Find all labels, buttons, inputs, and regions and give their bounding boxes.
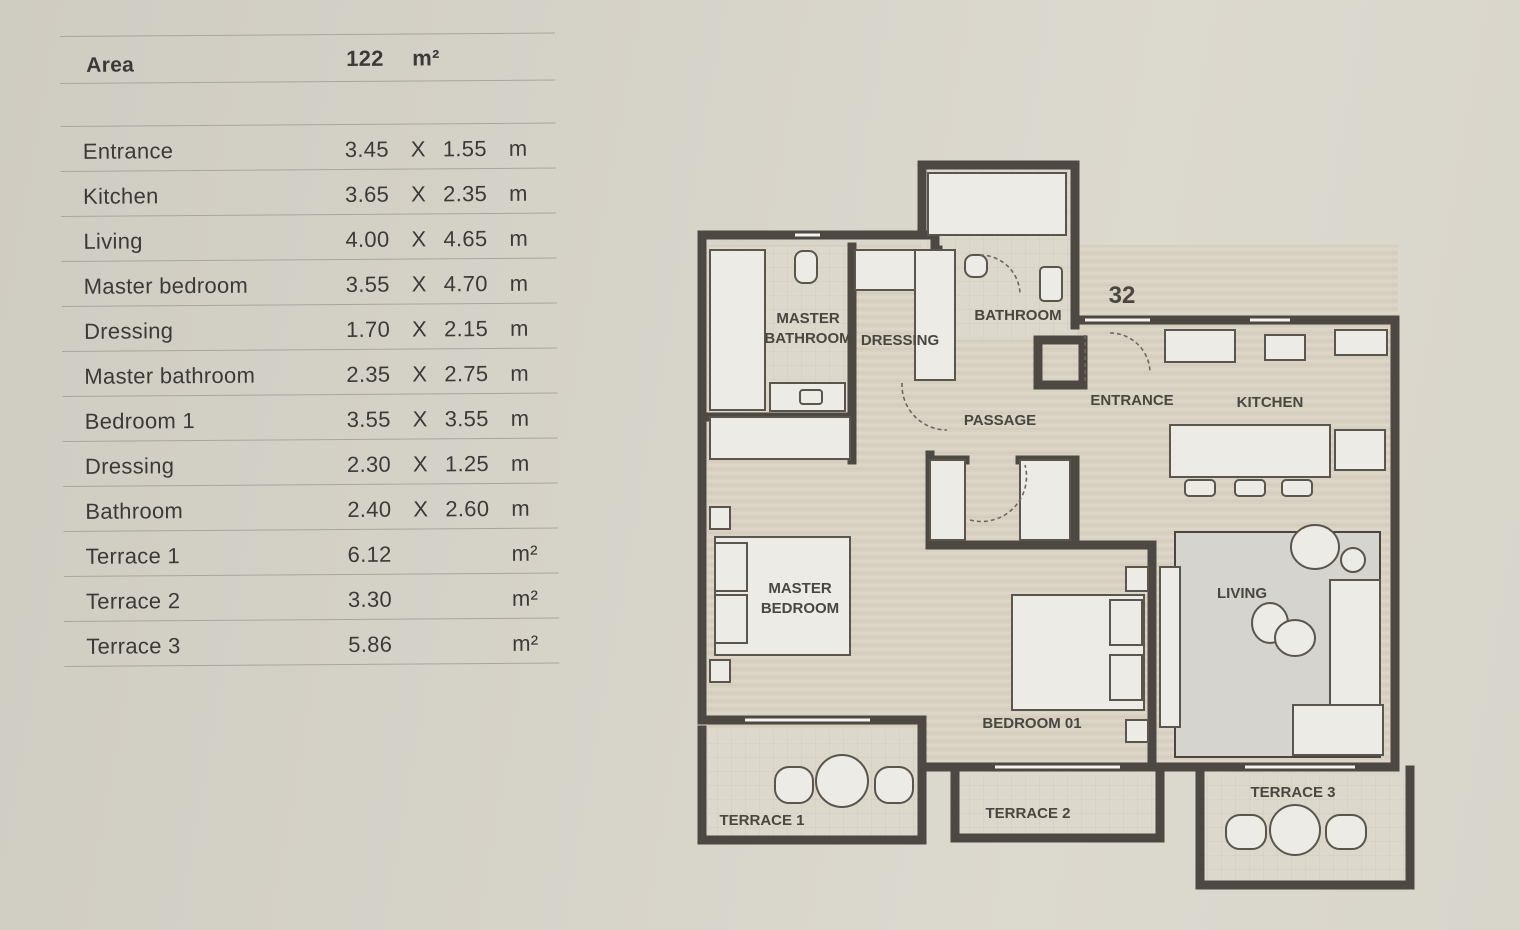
times-sign: X xyxy=(412,361,428,387)
table-row: Bedroom 1 3.55 X 3.55 m xyxy=(62,393,558,442)
times-sign: X xyxy=(411,271,427,297)
table-row: Living 4.00 X 4.65 m xyxy=(61,213,557,262)
label-entrance: ENTRANCE xyxy=(1090,392,1173,409)
room-unit: m xyxy=(509,315,529,341)
room-width: 2.35 xyxy=(346,361,391,388)
room-width: 3.30 xyxy=(347,586,393,613)
windows xyxy=(745,233,1355,769)
room-labels: MASTER BATHROOM DRESSING BATHROOM ENTRAN… xyxy=(719,282,1335,829)
room-width: 3.55 xyxy=(346,406,391,433)
label-passage: PASSAGE xyxy=(964,412,1036,429)
room-width: 3.55 xyxy=(345,271,390,298)
room-length: 2.35 xyxy=(443,181,488,207)
table-row: Master bedroom 3.55 X 4.70 m xyxy=(61,258,557,307)
room-length: 4.70 xyxy=(443,271,488,297)
table-row: Kitchen 3.65 X 2.35 m xyxy=(60,168,557,217)
room-name: Bedroom 1 xyxy=(84,408,196,434)
room-name: Living xyxy=(83,228,143,254)
label-master-bedroom-2: BEDROOM xyxy=(761,600,839,617)
room-width: 5.86 xyxy=(348,631,393,658)
room-length: 4.65 xyxy=(443,226,488,252)
room-width: 6.12 xyxy=(347,541,392,568)
label-terrace-3: TERRACE 3 xyxy=(1250,784,1335,801)
times-sign: X xyxy=(413,496,429,522)
room-unit: m xyxy=(509,225,529,251)
room-name: Dressing xyxy=(83,318,174,344)
times-sign: X xyxy=(411,226,427,252)
room-length: 2.60 xyxy=(445,496,490,522)
table-row: Master bathroom 2.35 X 2.75 m xyxy=(62,348,558,397)
times-sign: X xyxy=(412,406,428,432)
terrace-2-floor xyxy=(958,775,1160,837)
room-width: 1.70 xyxy=(345,316,391,343)
times-sign: X xyxy=(411,181,427,207)
room-unit: m xyxy=(509,270,529,296)
area-label: Area xyxy=(86,53,135,77)
label-master-bedroom-1: MASTER xyxy=(768,580,832,597)
room-name: Terrace 3 xyxy=(86,633,181,659)
room-length: 1.55 xyxy=(442,136,487,162)
room-unit: m xyxy=(511,495,531,521)
room-length: 2.15 xyxy=(443,316,489,342)
floor-plan: MASTER BATHROOM DRESSING BATHROOM ENTRAN… xyxy=(690,155,1420,895)
room-name: Entrance xyxy=(82,138,174,164)
room-width: 3.45 xyxy=(344,136,389,163)
label-bedroom-01: BEDROOM 01 xyxy=(982,715,1081,732)
room-unit: m xyxy=(510,405,530,431)
area-value: 122 xyxy=(346,45,384,72)
room-name: Terrace 1 xyxy=(85,543,181,569)
times-sign: X xyxy=(410,136,426,162)
fixtures xyxy=(709,172,1388,856)
table-row: Terrace 1 6.12 m² xyxy=(63,528,559,577)
table-row: Terrace 3 5.86 m² xyxy=(64,618,560,667)
room-unit: m xyxy=(508,135,528,161)
unit-number: 32 xyxy=(1109,282,1136,309)
room-unit: m² xyxy=(512,630,539,656)
room-name: Dressing xyxy=(84,453,175,479)
label-terrace-2: TERRACE 2 xyxy=(985,805,1070,822)
room-unit: m xyxy=(510,360,530,386)
table-row: Bathroom 2.40 X 2.60 m xyxy=(63,483,559,532)
label-kitchen: KITCHEN xyxy=(1237,394,1304,411)
table-row: Terrace 2 3.30 m² xyxy=(63,573,560,622)
room-length: 1.25 xyxy=(444,451,490,477)
room-unit: m xyxy=(509,180,528,206)
door-swings xyxy=(901,254,1151,523)
table-row: Entrance 3.45 X 1.55 m xyxy=(60,123,556,172)
room-unit: m xyxy=(510,450,530,476)
room-width: 4.00 xyxy=(345,226,390,253)
times-sign: X xyxy=(411,316,428,342)
label-living: LIVING xyxy=(1217,585,1267,602)
label-master-bathroom-2: BATHROOM xyxy=(764,330,851,347)
label-bathroom: BATHROOM xyxy=(974,307,1061,324)
room-width: 2.40 xyxy=(347,496,392,523)
floor-plan-drawing: MASTER BATHROOM DRESSING BATHROOM ENTRAN… xyxy=(697,160,1415,890)
room-length: 2.75 xyxy=(444,361,489,387)
room-name: Master bedroom xyxy=(83,272,249,299)
table-row: Dressing 1.70 X 2.15 m xyxy=(61,303,558,352)
table-row: Dressing 2.30 X 1.25 m xyxy=(62,438,559,487)
room-length: 3.55 xyxy=(444,406,489,432)
room-name: Master bathroom xyxy=(84,362,256,389)
room-name: Kitchen xyxy=(83,183,159,209)
label-dressing: DRESSING xyxy=(861,332,939,349)
room-width: 2.30 xyxy=(346,451,392,478)
label-master-bathroom-1: MASTER xyxy=(776,310,840,327)
area-row: Area 122 m² xyxy=(60,32,556,84)
room-unit: m² xyxy=(511,585,539,611)
times-sign: X xyxy=(412,451,429,477)
room-name: Terrace 2 xyxy=(85,588,181,614)
table-divider xyxy=(60,80,556,127)
room-unit: m² xyxy=(511,540,538,566)
label-terrace-1: TERRACE 1 xyxy=(719,812,804,829)
room-name: Bathroom xyxy=(85,498,184,524)
area-unit: m² xyxy=(412,45,440,71)
room-width: 3.65 xyxy=(345,181,390,208)
